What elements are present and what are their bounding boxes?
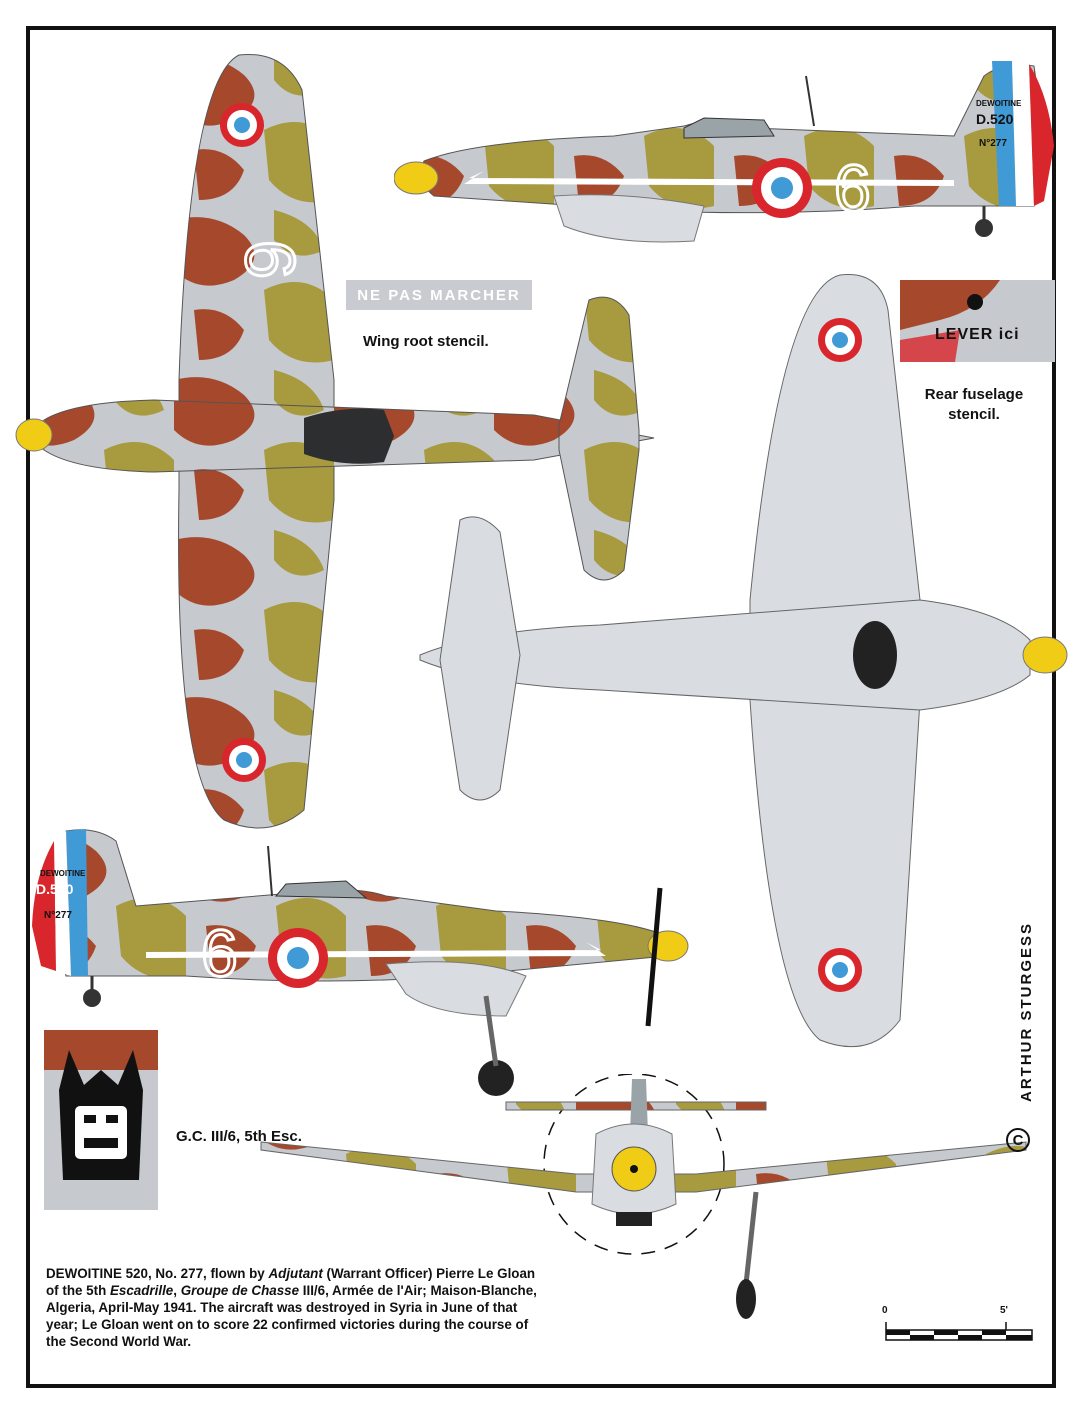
upper-cockpit [304, 408, 394, 464]
upper-wing-roundel-top [220, 103, 264, 147]
profile2-fin-maker-text: DEWOITINE [40, 869, 86, 878]
profile2-fuselage [45, 829, 677, 982]
profile2-rudder-blue [66, 829, 88, 976]
fin-maker-text: DEWOITINE [976, 99, 1022, 108]
profile2-fin-number-text: N°277 [44, 910, 72, 921]
side-profile-top: DEWOITINE D.520 N°277 6 [394, 61, 1054, 243]
profile-number: 6 [834, 151, 871, 225]
profile2-tailwheel [83, 989, 101, 1007]
desc-escadrille: Escadrille [109, 1283, 174, 1298]
wing-root-stencil: NE PAS MARCHER [346, 280, 532, 310]
desc-rank: Adjutant [268, 1266, 323, 1281]
fin-number-text: N°277 [979, 138, 1007, 149]
upper-tailplane [558, 296, 640, 581]
profile-fuselage [420, 64, 1045, 214]
profile-arrow [464, 171, 954, 186]
front-mainwheel [736, 1279, 756, 1319]
profile2-canopy [274, 880, 368, 899]
page-frame [26, 26, 1056, 1388]
side-profile-bottom: DEWOITINE D.520 N°277 6 [32, 829, 689, 1096]
profile2-number: 6 [201, 916, 238, 990]
profile-wing [553, 194, 705, 243]
wing-root-stencil-caption: Wing root stencil. [363, 333, 489, 350]
rudder-blue [992, 61, 1016, 206]
desc-aircraft: DEWOITINE 520, No. 277, [46, 1266, 207, 1281]
rear-fuselage-stencil-panel [900, 280, 1055, 362]
upper-wing-roundel-bottom [222, 738, 266, 782]
rear-caption-line2: stencil. [948, 406, 1000, 423]
profile2-rudder-red [32, 841, 56, 971]
profile2-propeller [645, 887, 663, 1027]
desc-groupe: Groupe de Chasse [180, 1283, 300, 1298]
unit-insignia-caption: G.C. III/6, 5th Esc. [176, 1128, 302, 1145]
rudder-red [1029, 64, 1054, 206]
rear-caption-line1: Rear fuselage [924, 386, 1024, 403]
fin-type-text: D.520 [976, 111, 1014, 127]
upper-planform-view: 6 [15, 53, 655, 829]
scale-start-label: 0 [882, 1305, 888, 1316]
aircraft-description: DEWOITINE 520, No. 277, flown by Adjutan… [46, 1266, 537, 1349]
profile-roundel [752, 158, 812, 218]
underside-spinner [1022, 636, 1068, 674]
profile-spinner [394, 161, 439, 195]
artist-credit: ARTHUR STURGESS [1018, 921, 1035, 1102]
underside-tailplane [439, 516, 521, 801]
scale-bar [885, 1322, 1033, 1341]
underside-planform-view [419, 273, 1068, 1048]
profile2-rudder-white [54, 831, 71, 976]
rear-fuselage-stencil: LEVER ici [935, 326, 1020, 343]
front-prop-disc [543, 1074, 725, 1255]
profile2-arrow [146, 942, 606, 958]
profile2-wing [385, 961, 527, 1017]
profile2-fin-type-text: D.520 [36, 881, 74, 897]
upper-wing-number: 6 [231, 240, 309, 279]
underside-roundel-bottom [818, 948, 862, 992]
rear-fuselage-stencil-caption: Rear fuselage stencil. [908, 385, 1040, 425]
front-fin [630, 1079, 648, 1134]
profile-tailwheel [975, 219, 993, 237]
profile2-roundel [268, 928, 328, 988]
front-radiator [616, 1212, 652, 1226]
front-view [260, 1074, 1027, 1319]
copyright-symbol: C [1006, 1128, 1030, 1152]
underside-radiator [853, 621, 897, 689]
rudder-white [1012, 61, 1034, 206]
profile2-mainwheel [478, 1060, 514, 1096]
profile-canopy [683, 117, 775, 139]
unit-insignia [44, 1030, 158, 1210]
underside-roundel-top [818, 318, 862, 362]
scale-end-label: 5' [1000, 1305, 1008, 1316]
